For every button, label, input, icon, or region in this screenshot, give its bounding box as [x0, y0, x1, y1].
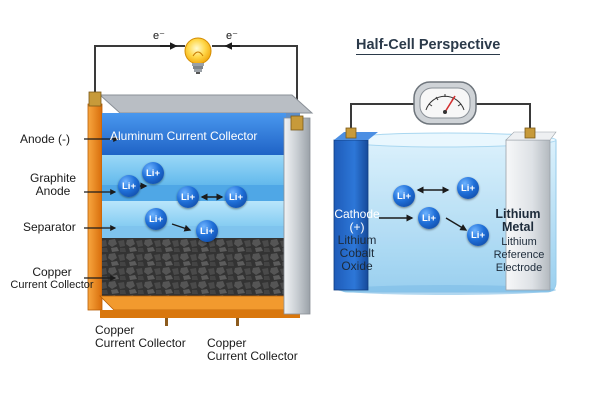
half-cell-title: Half-Cell Perspective: [356, 37, 501, 55]
lithium-ion: Li+: [145, 208, 167, 230]
lithium-ion: Li+: [225, 186, 247, 208]
lithium-ion: Li+: [142, 162, 164, 184]
half-cell-beaker: [333, 127, 557, 295]
lithium-ion: Li+: [118, 175, 140, 197]
anode-label: Anode (-): [20, 132, 71, 146]
aluminum-collector-label: Aluminum Current Collector: [110, 129, 258, 143]
copper-bottom-right-label-line1: Copper: [207, 336, 247, 350]
light-bulb-icon: [184, 37, 212, 74]
lithium-ion: Li+: [393, 185, 415, 207]
cathode-label: Cathode (+) Lithium Cobalt Oxide: [334, 207, 380, 273]
copper-bottom-left-label-line1: Copper: [95, 323, 135, 337]
lithium-metal-label: Lithium Metal: [495, 207, 541, 234]
lithium-ion: Li+: [457, 177, 479, 199]
label-pointer-arrows: [84, 136, 120, 281]
electron-label-right: e⁻: [226, 30, 238, 42]
reference-electrode-label: Lithium Reference Electrode: [493, 236, 545, 274]
lithium-ion: Li+: [467, 224, 489, 246]
copper-bottom-right-label-line2: Current Collector: [207, 349, 298, 363]
voltmeter-icon: [413, 81, 477, 125]
lithium-ion: Li+: [196, 220, 218, 242]
graphite-label: Graphite: [29, 171, 77, 185]
copper-bottom-left-label-line2: Current Collector: [95, 336, 186, 350]
separator-label: Separator: [23, 220, 76, 234]
graphite-anode-label: Anode: [35, 184, 71, 198]
ion-flow-arrows-right: [379, 186, 468, 231]
full-cell-block: [87, 91, 314, 326]
copper-side-label-line2: Current Collector: [10, 279, 94, 291]
lithium-ion: Li+: [177, 186, 199, 208]
copper-side-label-line1: Copper: [32, 265, 72, 279]
electron-label-left: e⁻: [153, 30, 165, 42]
lithium-ion: Li+: [418, 207, 440, 229]
external-circuit-wires: [94, 45, 531, 134]
